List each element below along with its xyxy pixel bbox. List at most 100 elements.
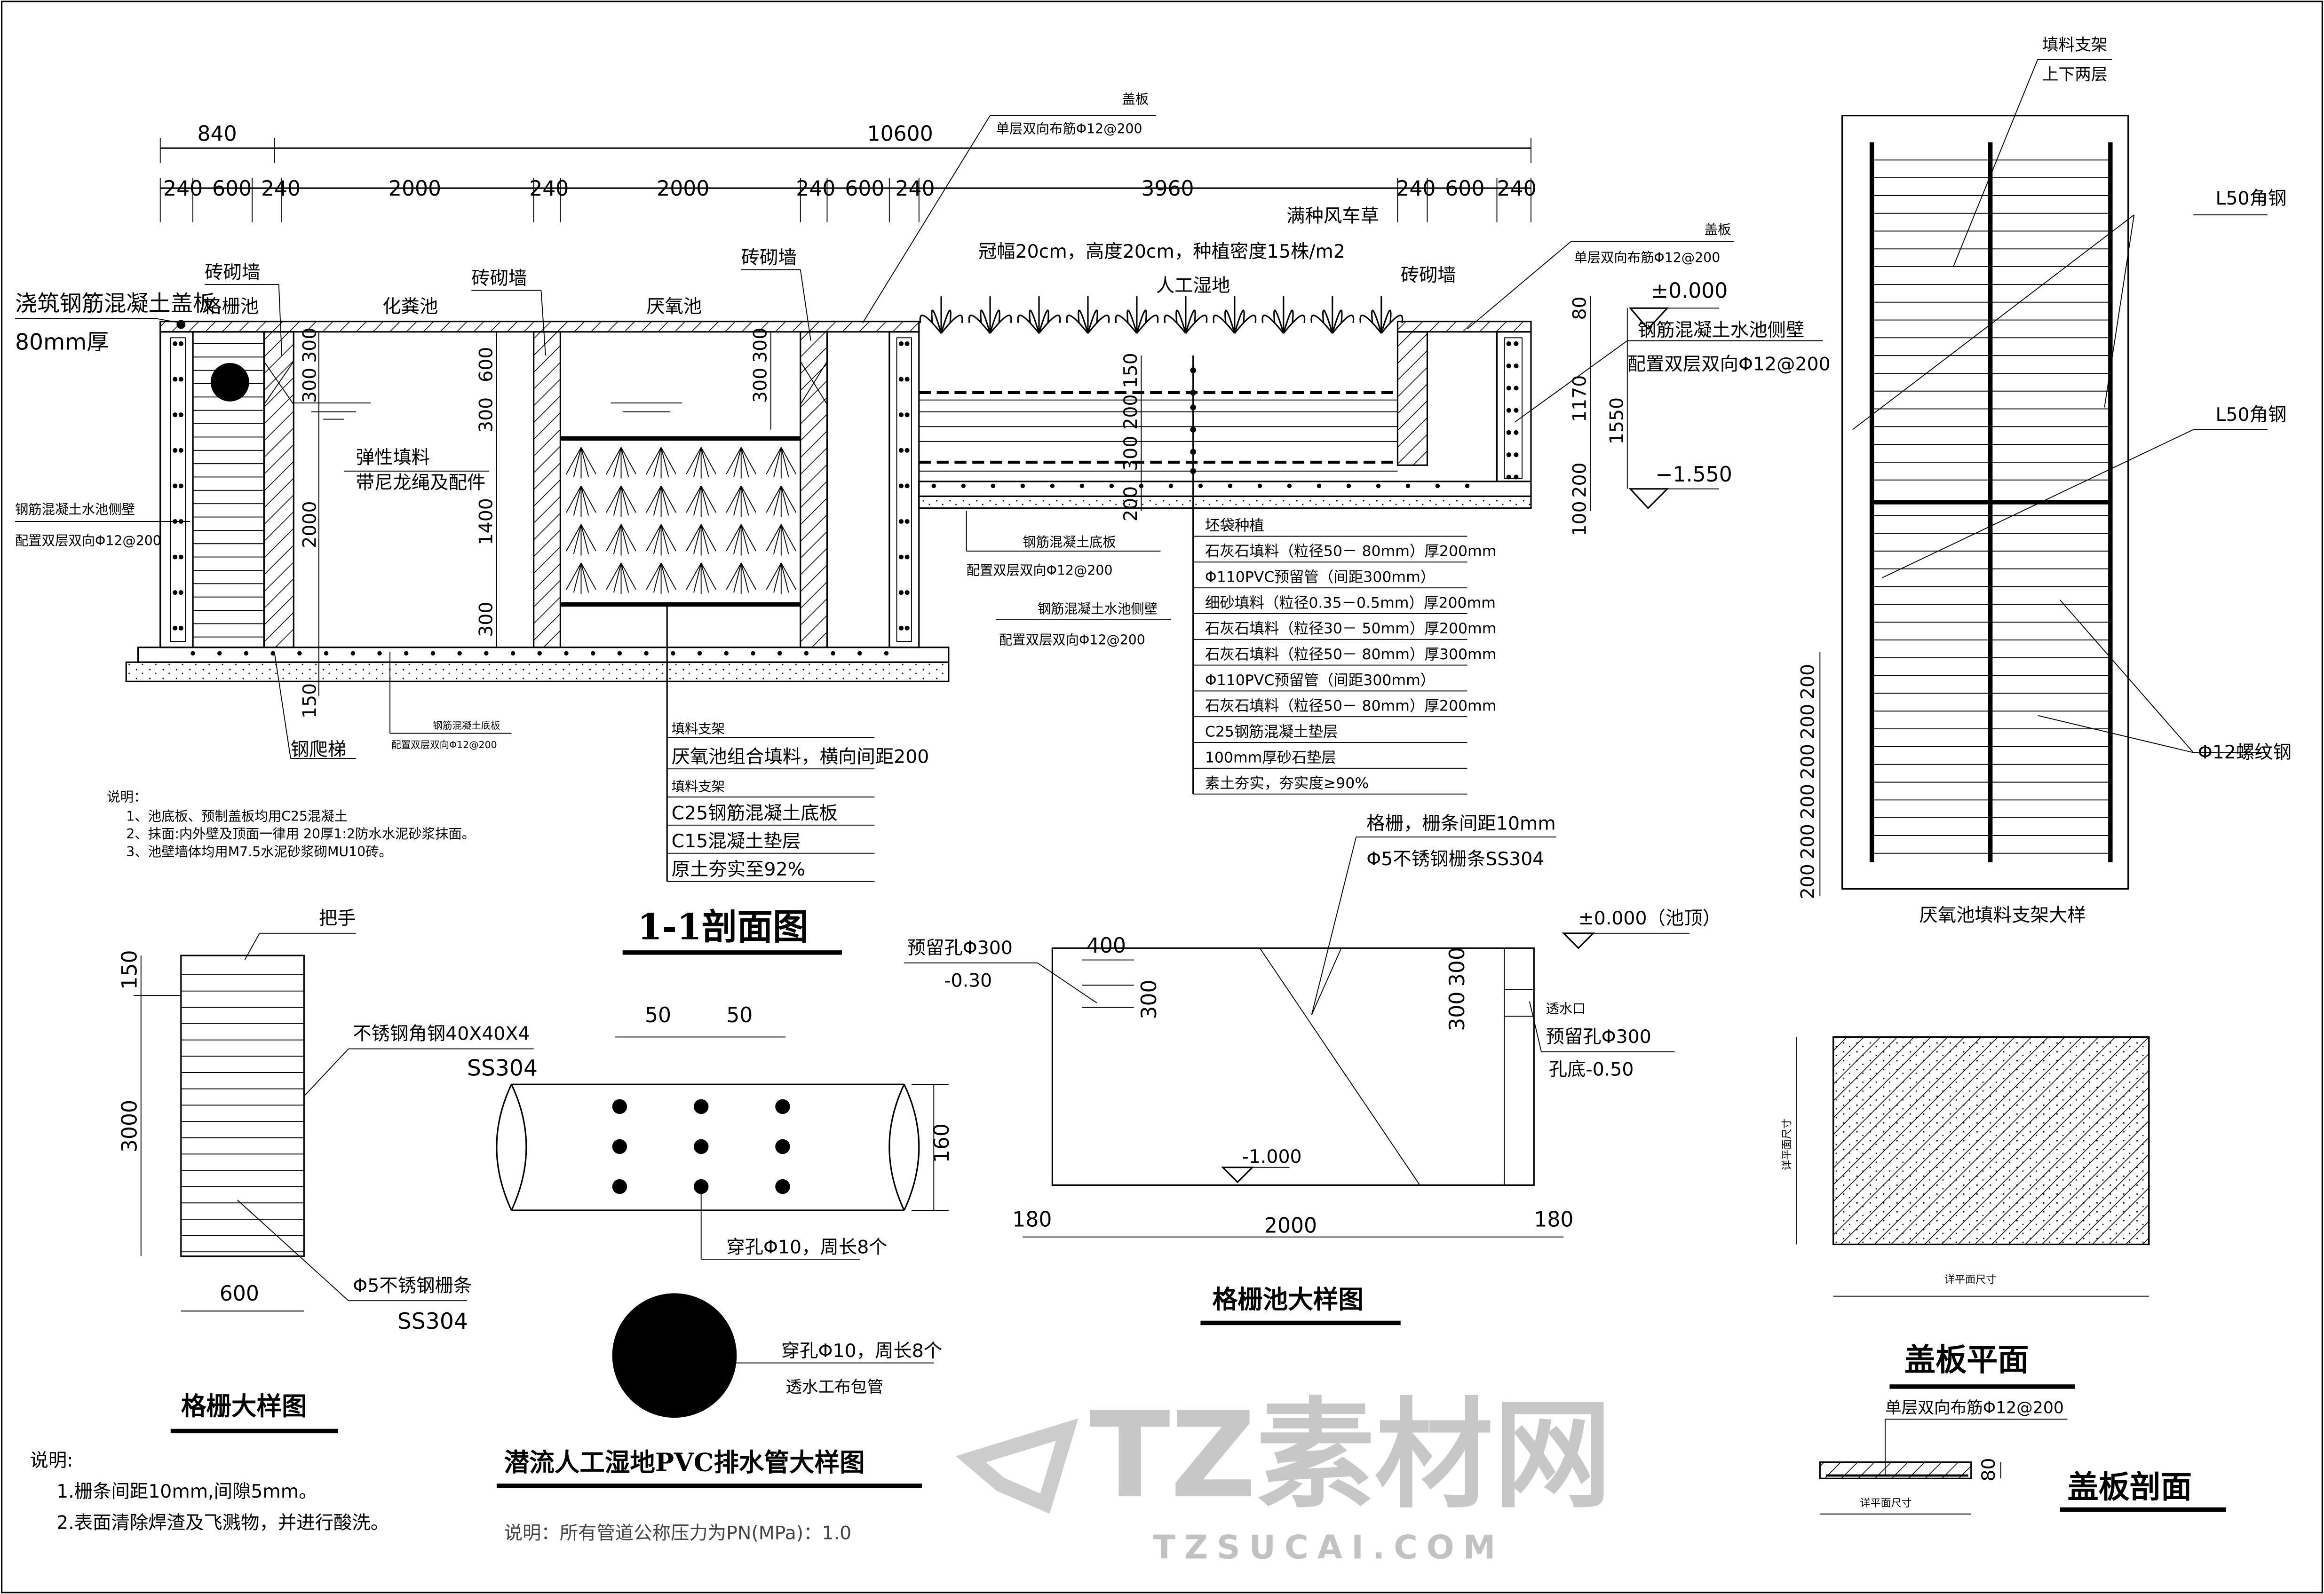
label-brick-wall: 砖砌墙 (471, 268, 527, 289)
rebar-dot (724, 651, 729, 656)
dim: 2000 (389, 177, 441, 201)
dim: 240 (1396, 177, 1436, 201)
vdim: 150 (1120, 353, 1142, 388)
rebar-dot (898, 412, 904, 418)
section-title: 1-1剖面图 (637, 906, 808, 947)
reed-plant-icon (1017, 296, 1061, 334)
rebar-dot (173, 448, 178, 453)
wetland-layer-row: 石灰石填料（粒径30－ 50mm）厚200mm (1205, 620, 1497, 637)
rebar-dot (1506, 408, 1511, 413)
dim: 600 (1445, 177, 1484, 201)
rebar-dot (1079, 483, 1085, 489)
rebar-dot (1506, 341, 1511, 346)
rebar-dot (178, 412, 183, 418)
label-cover-rebar: 单层双向布筋Φ12@200 (1885, 1399, 2064, 1418)
rebar-dot (961, 483, 966, 489)
rebar-dot (1287, 483, 1292, 489)
grate-detail-title: 格栅大样图 (181, 1391, 307, 1421)
dim: 180 (1534, 1208, 1573, 1232)
label-side-wall-rebar: 配置双层双向Φ12@200 (15, 533, 161, 548)
wetland-layer-row: 石灰石填料（粒径50－ 80mm）厚200mm (1205, 543, 1497, 560)
reed-plant-icon (968, 296, 1012, 334)
rebar-dot (1506, 430, 1511, 435)
rebar-dot (1346, 483, 1351, 489)
vdim: 600 (475, 347, 497, 382)
vdim: 200 (1797, 864, 1819, 899)
dim-10600: 10600 (867, 122, 933, 146)
dim: 50 (726, 1003, 753, 1027)
media-fringe (766, 562, 797, 594)
dim: 240 (796, 177, 835, 201)
label-bottom-slab: 钢筋混凝土底板 (433, 720, 500, 731)
label-angle-steel: L50角钢 (2216, 188, 2287, 209)
rebar-dot (904, 625, 910, 631)
rebar-dot (178, 341, 183, 346)
vdim: 3000 (118, 1100, 142, 1152)
vdim: 300 (749, 368, 771, 403)
perforation-hole (775, 1179, 790, 1194)
media-fringe (686, 562, 717, 594)
cover-plan: 详平面尺寸 详平面尺寸 盖板平面 (1781, 1036, 2150, 1389)
rebar-dot (377, 651, 382, 656)
reed-plant-icon (1213, 296, 1257, 334)
media-fringe (646, 562, 676, 594)
dim: 400 (1087, 934, 1126, 958)
rebar-dot (564, 651, 569, 656)
label-side-wall: 钢筋混凝土水池侧壁 (15, 502, 135, 517)
table-row: 填料支架 (672, 721, 725, 737)
grate-pool-title: 格栅池大样图 (1213, 1285, 1364, 1314)
perforation-hole (693, 1179, 709, 1194)
dim-plan: 详平面尺寸 (1944, 1274, 1996, 1286)
dim: 600 (845, 177, 884, 201)
label-grate-spacing: 格栅，栅条间距10mm (1366, 813, 1555, 834)
rebar-dot (991, 483, 996, 489)
rebar-dot (1514, 341, 1519, 346)
media-fringe (566, 524, 596, 556)
rebar-dot (904, 377, 910, 382)
rebar-dot (904, 341, 910, 346)
notes-heading: 说明： (107, 789, 147, 805)
rebar-dot (1317, 483, 1322, 489)
label-side-wall: 钢筋混凝土水池侧壁 (1038, 601, 1158, 616)
notes-heading: 说明: (30, 1450, 73, 1471)
vdim: 200 (1797, 664, 1819, 699)
label-outlet: 透水口 (1546, 1001, 1586, 1017)
pipe-marker (1190, 468, 1196, 474)
dim: 240 (895, 177, 935, 201)
rebar-dot (178, 554, 183, 560)
perforation-hole (612, 1139, 627, 1154)
media-fringe (686, 447, 717, 479)
reed-plant-icon (1359, 296, 1404, 334)
dim: 2000 (657, 177, 709, 201)
media-fringe (606, 447, 636, 479)
label-cast-cover: 浇筑钢筋混凝土盖板 (15, 291, 215, 317)
elevation-bottom: -1.000 (1242, 1146, 1302, 1168)
vdim: 1550 (1606, 397, 1627, 444)
vertical-dimensions: 300 300 2000 150 600 300 1400 300 300 30… (299, 296, 1628, 718)
note-item: 1、池底板、预制盖板均用C25混凝土 (126, 808, 348, 824)
perforation-hole (612, 1179, 627, 1194)
cover-section: 单层双向布筋Φ12@200 详平面尺寸 80 盖板剖面 (1819, 1399, 2226, 1515)
reed-plant-icon (1164, 296, 1208, 334)
rebar-dot (1514, 408, 1519, 413)
dim-840: 840 (197, 122, 237, 146)
dim: 600 (212, 177, 252, 201)
rebar-dot (1514, 386, 1519, 391)
rebar-dot (697, 651, 702, 656)
rebar-dot (1514, 430, 1519, 435)
vdim: 1170 (1569, 375, 1591, 422)
rebar-dot (884, 651, 889, 656)
wetland-layer-row: 石灰石填料（粒径50－ 80mm）厚300mm (1205, 646, 1497, 663)
pipe-marker (1190, 426, 1196, 433)
note-item: 2.表面清除焊渣及飞溅物，并进行酸洗。 (56, 1512, 389, 1533)
vdim: 200 (1797, 704, 1819, 739)
rebar-dot (1405, 483, 1411, 489)
vdim: 200 (1120, 395, 1142, 430)
rebar-dot (644, 651, 649, 656)
vdim: 1400 (475, 498, 497, 545)
label-anaerobic-tank: 厌氧池 (646, 296, 702, 317)
rebar-dot (898, 519, 904, 524)
rebar-dot (510, 651, 516, 656)
label-material: SS304 (467, 1055, 538, 1081)
